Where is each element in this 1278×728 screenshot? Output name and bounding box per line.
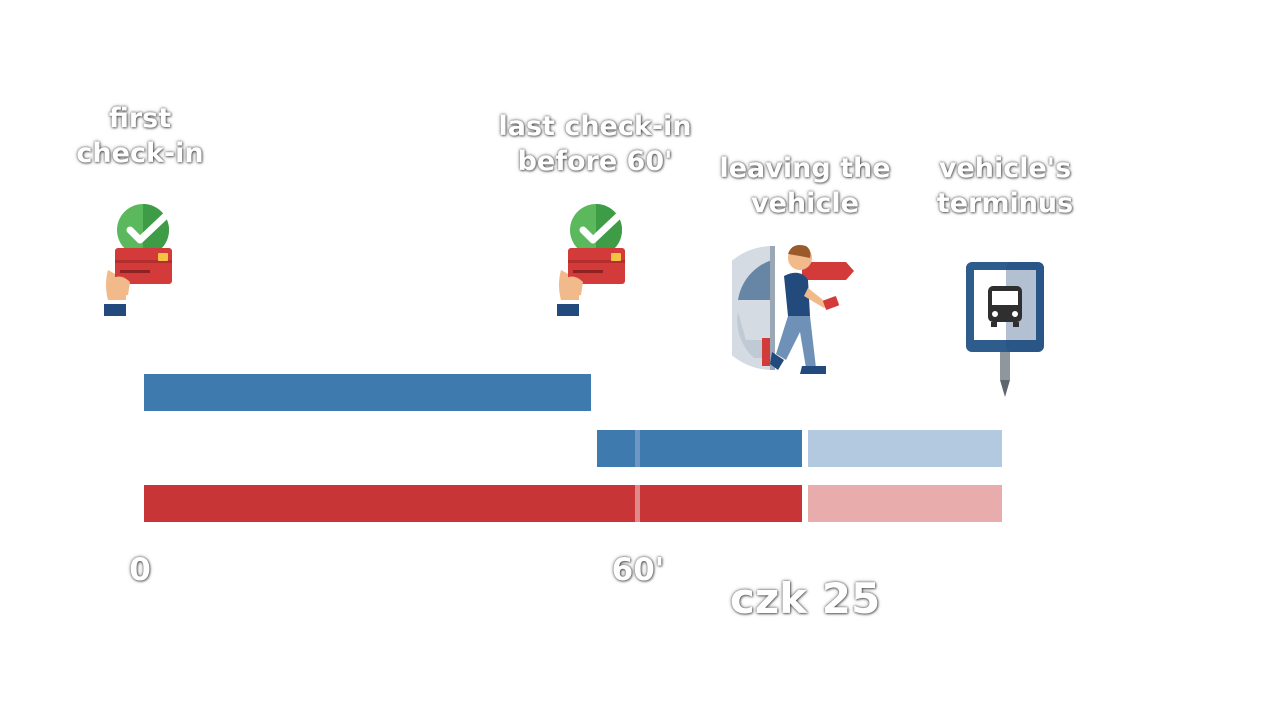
total-journey-remaining-bar <box>808 485 1002 522</box>
person-leaving-vehicle-icon <box>732 245 854 374</box>
last-checkin-label-line2: before 60' <box>517 146 673 177</box>
card-payment-check-icon <box>104 202 180 316</box>
vehicle-terminus-label: vehicle's terminus <box>920 151 1090 221</box>
vehicle-terminus-label-line2: terminus <box>936 188 1074 219</box>
second-ticket-remaining-bar <box>808 430 1002 467</box>
card-payment-check-icon <box>557 202 633 316</box>
axis-60-label: 60' <box>611 552 665 588</box>
first-checkin-label: first check-in <box>60 101 220 171</box>
price-label: czk 25 <box>729 574 881 623</box>
first-ticket-bar <box>144 374 591 411</box>
total-journey-60-marker <box>635 485 640 522</box>
second-ticket-bar <box>597 430 802 467</box>
leaving-vehicle-label-line2: vehicle <box>751 188 859 219</box>
vehicle-terminus-label-line1: vehicle's <box>938 153 1072 184</box>
axis-start-label: 0 <box>129 552 151 588</box>
leaving-vehicle-label-line1: leaving the <box>719 153 891 184</box>
total-journey-bar <box>144 485 802 522</box>
first-checkin-label-line2: check-in <box>76 138 204 169</box>
last-checkin-label: last check-in before 60' <box>480 109 710 179</box>
first-checkin-label-line1: first <box>108 103 172 134</box>
second-ticket-60-marker <box>635 430 640 467</box>
leaving-vehicle-label: leaving the vehicle <box>700 151 910 221</box>
last-checkin-label-line1: last check-in <box>498 111 692 142</box>
bus-stop-sign-icon <box>966 262 1044 397</box>
